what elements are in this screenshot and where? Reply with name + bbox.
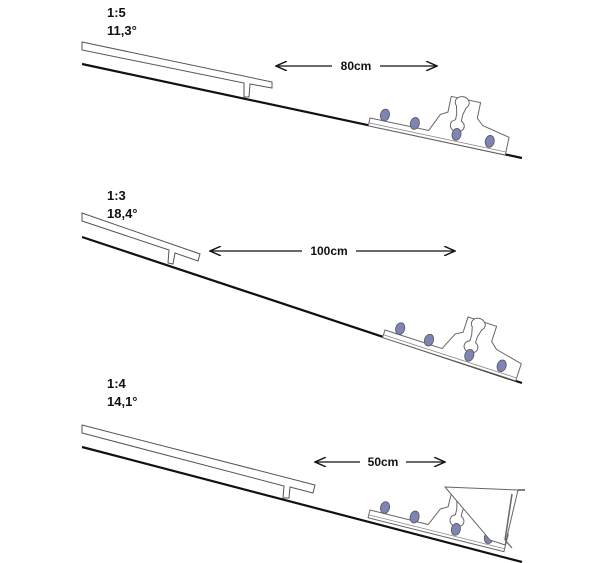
board: [81, 424, 316, 499]
board: [81, 212, 201, 265]
angle-label: 11,3°: [107, 23, 137, 38]
ratio-label: 1:3: [107, 188, 126, 203]
mounting-bracket: [382, 291, 532, 382]
distance-label: 50cm: [368, 455, 399, 469]
angle-label: 18,4°: [107, 206, 138, 221]
mounting-bracket-extended: [367, 470, 525, 553]
distance-label: 100cm: [310, 244, 347, 258]
board: [81, 41, 273, 98]
ratio-label: 1:5: [107, 5, 126, 20]
angle-label: 14,1°: [107, 394, 138, 409]
panel-1: 1:5 11,3° 80cm: [81, 5, 523, 160]
ratio-label: 1:4: [107, 376, 127, 391]
distance-label: 80cm: [341, 59, 372, 73]
panel-3: 1:4 14,1° 50cm: [81, 376, 525, 563]
mounting-bracket: [367, 78, 516, 156]
slope-line: [81, 445, 523, 563]
panel-2: 1:3 18,4° 100cm: [81, 188, 532, 385]
